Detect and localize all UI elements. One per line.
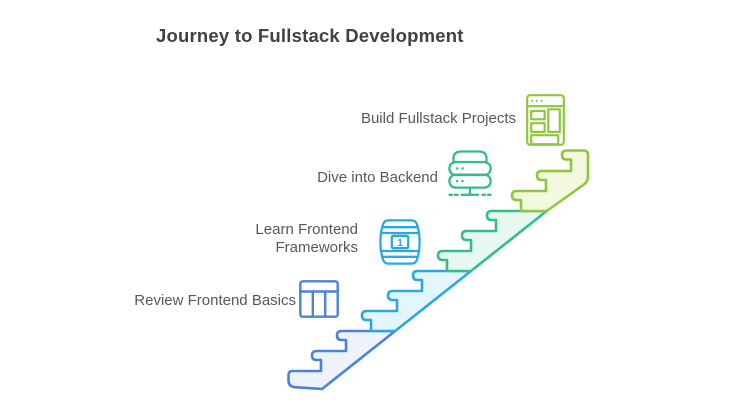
server-unit bbox=[448, 173, 492, 189]
stair-slice-outline bbox=[360, 269, 473, 333]
server-unit bbox=[448, 160, 492, 177]
stair-slice-outline bbox=[510, 149, 590, 213]
layout-frame bbox=[299, 280, 339, 318]
browser-window-icon bbox=[526, 94, 565, 146]
stair-slice-learn-frontend-frameworks bbox=[360, 269, 473, 333]
layout-columns-icon bbox=[299, 280, 339, 318]
browser-content-block bbox=[530, 109, 546, 121]
step-label-text: Learn Frontend bbox=[255, 221, 358, 238]
stair-slice-review-frontend-basics bbox=[287, 329, 397, 391]
server-stack-icon bbox=[448, 150, 492, 196]
step-label-learn-frontend-frameworks: Learn Frontend Frameworks bbox=[255, 221, 358, 256]
step-label-text: Review Frontend Basics bbox=[134, 292, 296, 309]
page-title: Journey to Fullstack Development bbox=[156, 25, 464, 46]
barrel-version-box bbox=[390, 234, 410, 250]
step-label-dive-into-backend: Dive into Backend bbox=[317, 169, 438, 187]
stair-slice-outline bbox=[436, 209, 548, 273]
browser-content-block bbox=[530, 122, 546, 134]
browser-content-block bbox=[547, 108, 561, 134]
step-label-text: Dive into Backend bbox=[317, 169, 438, 186]
step-label-text: Build Fullstack Projects bbox=[360, 110, 516, 127]
server-led-dots bbox=[455, 167, 464, 183]
stair-slice-outline bbox=[287, 329, 397, 391]
step-label-text: Frameworks bbox=[275, 238, 358, 256]
stair-slice-dive-into-backend bbox=[436, 209, 548, 273]
package-barrel-icon: 1 bbox=[379, 219, 421, 265]
step-label-build-fullstack-projects: Build Fullstack Projects bbox=[361, 110, 516, 128]
barrel-version-number: 1 bbox=[397, 237, 403, 249]
server-cap bbox=[452, 150, 488, 165]
step-label-review-frontend-basics: Review Frontend Basics bbox=[134, 292, 296, 310]
browser-content-block bbox=[530, 134, 560, 146]
stair-slice-build-fullstack-projects bbox=[510, 149, 590, 213]
